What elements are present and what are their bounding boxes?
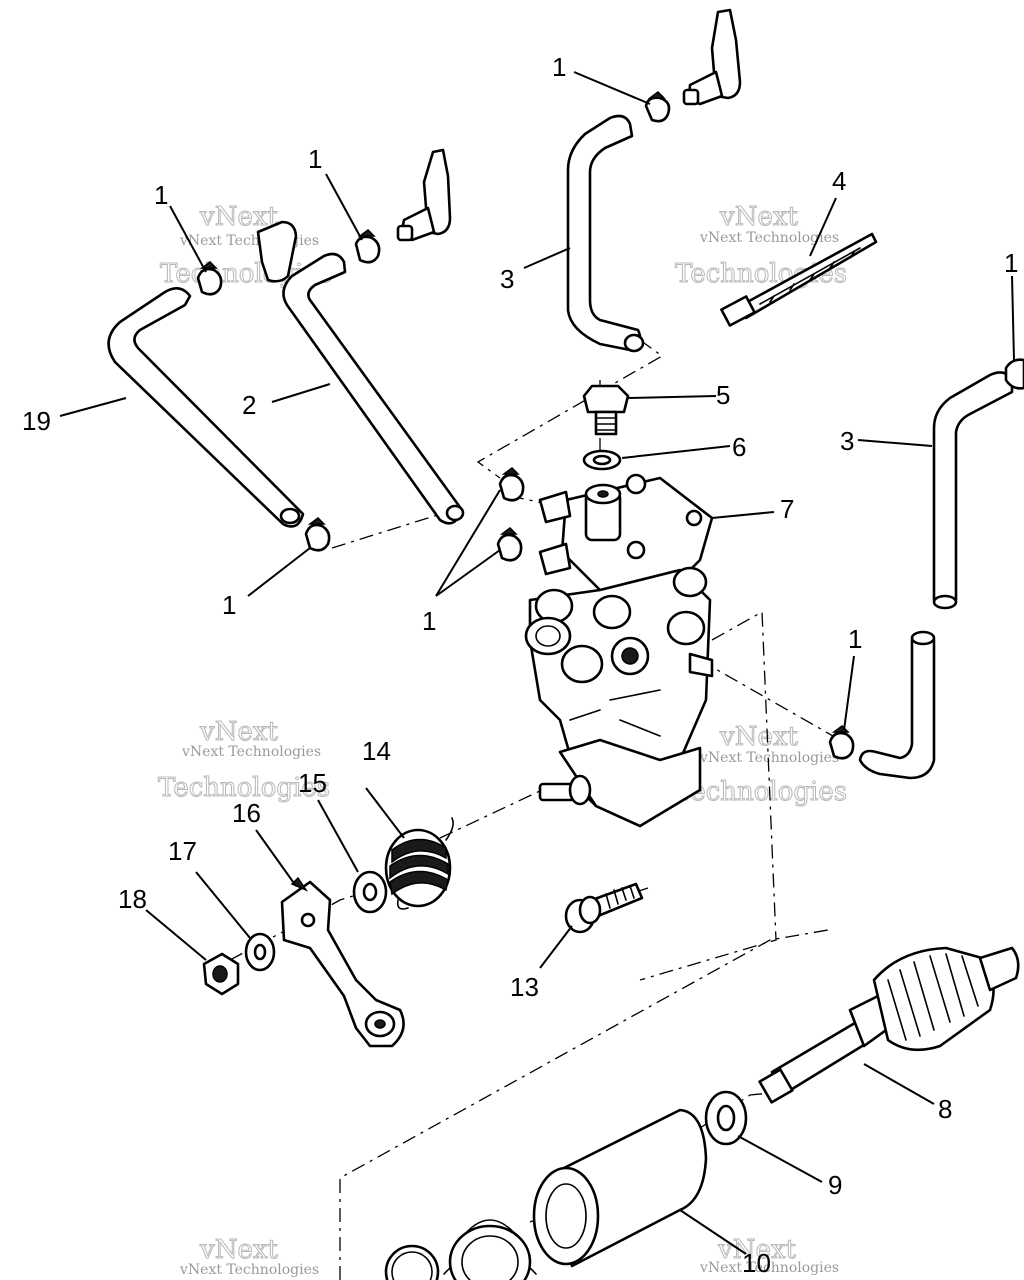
mounting-screw <box>564 882 644 934</box>
callout-5: 5 <box>716 380 730 410</box>
leader-lines <box>59 71 1015 1255</box>
return-spring <box>384 817 454 910</box>
watermark-text: vNext <box>719 202 798 232</box>
callout-2: 2 <box>242 390 256 420</box>
banjo-bolt <box>582 384 630 436</box>
drive-gear-shaft <box>758 946 1020 1104</box>
assembly-lines <box>229 339 841 1280</box>
watermark-text: vNext Technologies <box>181 744 321 760</box>
watermark-text: vNext Technologies <box>699 750 839 766</box>
watermark-text: vNext Technologies <box>179 1262 319 1278</box>
watermark-text: vNext Technologies <box>179 233 319 249</box>
callout-1: 1 <box>1004 248 1018 278</box>
cable-tie <box>720 232 878 327</box>
tee-fitting-left <box>256 220 298 283</box>
callout-8: 8 <box>938 1094 952 1124</box>
clamp-pump-lower <box>496 527 523 562</box>
callout-3: 3 <box>840 426 854 456</box>
callout-17: 17 <box>168 836 197 866</box>
clamp-right <box>1004 358 1024 390</box>
clamp-hose2 <box>354 229 381 264</box>
watermark-text: vNext <box>199 717 278 747</box>
callout-6: 6 <box>732 432 746 462</box>
lock-washer <box>244 932 276 972</box>
oil-pump <box>524 473 714 828</box>
watermark-text: Technologies <box>675 777 847 807</box>
callout-1: 1 <box>154 180 168 210</box>
callout-16: 16 <box>232 798 261 828</box>
callout-19: 19 <box>22 406 51 436</box>
watermark-text: vNext Technologies <box>699 230 839 246</box>
callout-15: 15 <box>298 768 327 798</box>
watermark-text: vNext <box>199 1235 278 1265</box>
callout-10: 10 <box>742 1248 771 1278</box>
drive-spring <box>443 1219 537 1280</box>
sealing-washer <box>582 449 622 471</box>
watermark-bottom-right: vNext vNext Technologies <box>699 1235 839 1277</box>
callout-1: 1 <box>422 606 436 636</box>
watermark-text: vNext <box>199 202 278 232</box>
clamp-top <box>644 91 671 123</box>
clamp-pump-upper <box>498 467 525 502</box>
clamp-hose19 <box>196 261 223 296</box>
callout-1: 1 <box>308 144 322 174</box>
watermark-text: vNext <box>717 1235 796 1265</box>
bushing <box>532 1108 708 1268</box>
hose-3-right <box>932 371 1014 610</box>
hose-2 <box>282 252 465 525</box>
callout-13: 13 <box>510 972 539 1002</box>
pump-lever <box>280 876 405 1048</box>
hose-lower-right <box>858 630 936 780</box>
clamp-hose19-lower <box>304 517 331 552</box>
watermark-text: vNext Technologies <box>699 1260 839 1276</box>
watermark-text: vNext <box>719 722 798 752</box>
watermark-bottom-left: vNext vNext Technologies <box>179 1235 319 1279</box>
fitting-top-right <box>682 8 742 106</box>
hose-19 <box>107 287 305 528</box>
washer-15 <box>352 870 388 914</box>
callout-9: 9 <box>828 1170 842 1200</box>
callout-18: 18 <box>118 884 147 914</box>
callout-7: 7 <box>780 494 794 524</box>
o-ring <box>384 1244 440 1280</box>
watermark-mid-right: vNext vNext Technologies Technologies <box>675 722 848 808</box>
watermark-mid-left: vNext vNext Technologies Technologies <box>158 717 331 804</box>
callout-1: 1 <box>222 590 236 620</box>
callout-3: 3 <box>500 264 514 294</box>
clamp-right-lower <box>828 725 855 760</box>
callout-1: 1 <box>848 624 862 654</box>
hex-nut <box>202 952 240 996</box>
callouts: 1 1 1 1 4 3 3 5 6 7 19 2 1 1 1 14 15 16 … <box>22 52 1018 1278</box>
watermark-upper-right: vNext vNext Technologies Technologies <box>675 202 848 290</box>
thrust-washer <box>704 1090 748 1146</box>
hose-3-top <box>566 114 645 353</box>
callout-4: 4 <box>832 166 846 196</box>
callout-14: 14 <box>362 736 391 766</box>
fitting-top-left <box>396 148 452 242</box>
watermark-text: Technologies <box>158 773 330 803</box>
callout-1: 1 <box>552 52 566 82</box>
